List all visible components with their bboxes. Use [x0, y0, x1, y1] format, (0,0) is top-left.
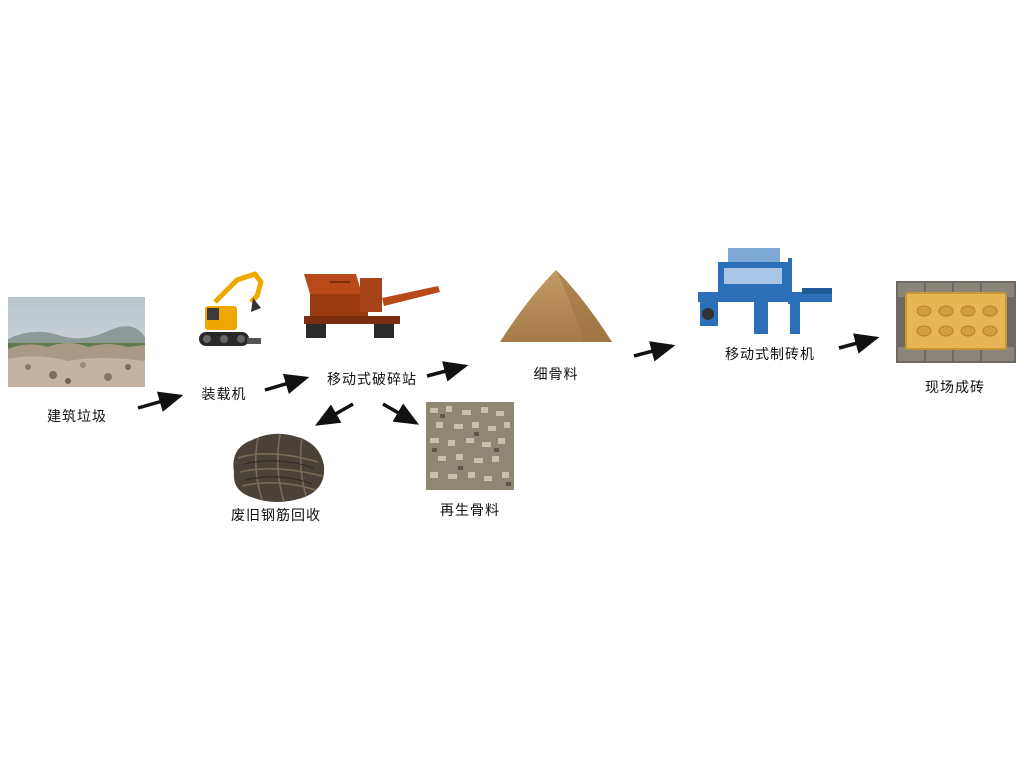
arrow-loader-to-crusher	[264, 373, 310, 394]
construction-waste-photo	[8, 297, 145, 387]
label-scrap-steel: 废旧钢筋回收	[231, 508, 321, 524]
arrow-brick-machine-to-bricks	[838, 333, 880, 354]
label-bricks: 现场成砖	[925, 380, 985, 396]
label-brick-machine: 移动式制砖机	[725, 347, 815, 363]
label-construction-waste: 建筑垃圾	[47, 409, 107, 425]
label-loader: 装载机	[201, 387, 247, 403]
label-recycled-aggregate: 再生骨料	[440, 503, 500, 519]
arrow-crusher-to-recycled	[382, 402, 420, 425]
scrap-steel-photo	[233, 433, 325, 503]
excavator-icon	[199, 271, 264, 346]
brick-photo	[896, 281, 1016, 363]
arrow-crusher-to-steel	[314, 402, 354, 426]
sand-pile-icon	[500, 270, 612, 342]
arrow-crusher-to-fine	[426, 361, 469, 382]
brick-machine-icon	[698, 248, 832, 334]
label-fine-aggregate: 细骨料	[533, 367, 579, 383]
arrow-fine-to-brick-machine	[633, 341, 676, 362]
mobile-crusher-icon	[304, 274, 440, 338]
recycled-aggregate-photo	[426, 402, 514, 490]
label-mobile-crusher: 移动式破碎站	[327, 372, 417, 388]
arrow-waste-to-loader	[137, 391, 184, 412]
